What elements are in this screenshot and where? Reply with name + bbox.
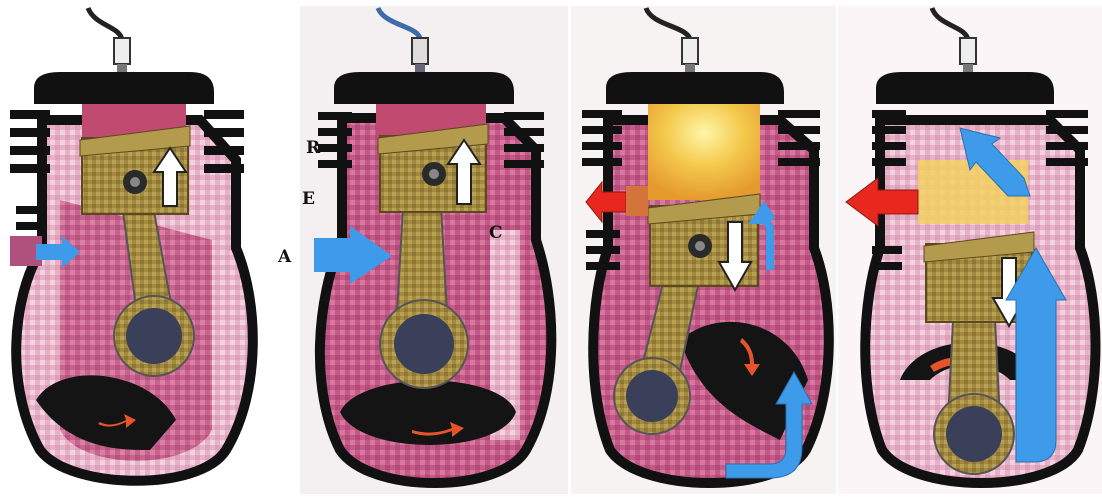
- panel-1: [0, 6, 268, 494]
- cylinder-head: [606, 72, 784, 104]
- combustion-flame: [648, 104, 760, 200]
- panel-3: [571, 6, 836, 494]
- cylinder-head: [34, 72, 214, 104]
- label-e: E: [302, 189, 315, 209]
- panel-2: R E A C: [277, 6, 568, 494]
- cylinder-head: [876, 72, 1054, 104]
- label-a: A: [277, 247, 292, 267]
- label-c: C: [489, 223, 503, 243]
- cylinder-head: [334, 72, 514, 104]
- panel-4: [838, 6, 1102, 494]
- label-r: R: [306, 138, 321, 158]
